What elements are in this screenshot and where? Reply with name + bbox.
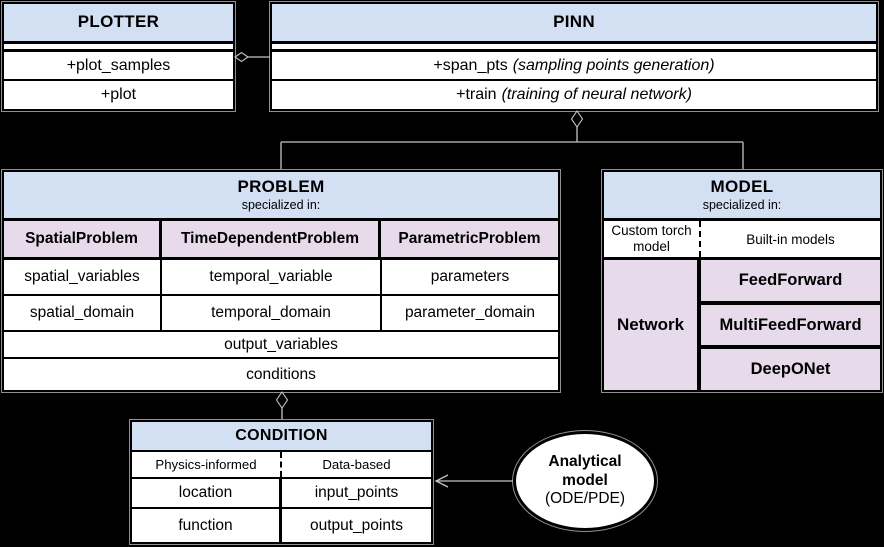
- pinn-method-name: +train: [456, 86, 497, 103]
- problem-attribute-row: spatial_domain temporal_domain parameter…: [4, 296, 558, 332]
- problem-header: PROBLEM specialized in:: [4, 172, 558, 221]
- model-builtin-column: FeedForward MultiFeedForward DeepONet: [701, 260, 880, 391]
- problem-class-box: PROBLEM specialized in: SpatialProblem T…: [2, 170, 560, 392]
- problem-subclass-row: SpatialProblem TimeDependentProblem Para…: [4, 221, 558, 260]
- model-category-cell: Built-in models: [746, 231, 835, 247]
- condition-attribute-cell: function: [132, 509, 282, 542]
- condition-class-box: CONDITION Physics-informed Data-based lo…: [130, 420, 433, 544]
- plotter-class-box: PLOTTER +plot_samples +plot: [2, 2, 235, 111]
- condition-attribute-cell: output_points: [309, 516, 404, 534]
- problem-attribute-cell: temporal_variable: [162, 260, 382, 294]
- problem-subtitle: specialized in:: [241, 197, 321, 212]
- analytical-model-label: (ODE/PDE): [544, 490, 626, 508]
- problem-attribute-row: spatial_variables temporal_variable para…: [4, 260, 558, 296]
- pinn-aggregation-diamond-icon: [570, 110, 584, 128]
- condition-attribute-cell: location: [132, 479, 282, 507]
- pinn-class-box: PINN +span_pts (sampling points generati…: [270, 2, 878, 111]
- pinn-title: PINN: [553, 12, 595, 32]
- plotter-method-label: +plot: [100, 86, 137, 103]
- analytical-model-label: Analytical: [548, 452, 622, 470]
- problem-subclass-cell: SpatialProblem: [4, 221, 162, 257]
- problem-shared-attribute-row: conditions: [246, 365, 316, 383]
- problem-subclass-cell: TimeDependentProblem: [162, 221, 381, 257]
- model-classes-area: Network FeedForward MultiFeedForward Dee…: [604, 260, 880, 391]
- plotter-method-row: +plot: [4, 81, 233, 109]
- problem-attribute-cell: parameters: [430, 268, 510, 285]
- problem-subclass-cell: ParametricProblem: [381, 221, 558, 257]
- condition-attribute-row: function output_points: [132, 509, 431, 542]
- pinn-method-row: +span_pts (sampling points generation): [272, 52, 876, 81]
- analytical-model-label: model: [562, 471, 608, 489]
- model-header: MODEL specialized in:: [604, 172, 880, 221]
- condition-category-cell: Physics-informed: [132, 452, 282, 477]
- pinn-method-name: +span_pts: [433, 56, 508, 74]
- plotter-header: PLOTTER: [4, 4, 233, 44]
- pinn-method-row: +train (training of neural network): [272, 81, 876, 109]
- model-category-row: Custom torch model Built-in models: [604, 221, 880, 260]
- plotter-method-row: +plot_samples: [4, 52, 233, 81]
- plotter-title: PLOTTER: [77, 12, 160, 32]
- model-class-cell: MultiFeedForward: [701, 304, 880, 350]
- condition-category-row: Physics-informed Data-based: [132, 452, 431, 479]
- model-class-cell: DeepONet: [701, 349, 880, 391]
- problem-attribute-cell: spatial_domain: [4, 296, 162, 330]
- condition-header: CONDITION: [132, 422, 431, 452]
- problem-attribute-cell: temporal_domain: [162, 296, 382, 330]
- model-subtitle: specialized in:: [702, 197, 782, 212]
- condition-title: CONDITION: [235, 427, 328, 445]
- analytical-model-ellipse: Analytical model (ODE/PDE): [513, 431, 657, 531]
- condition-attribute-row: location input_points: [132, 479, 431, 509]
- plotter-empty-compartment: [4, 44, 233, 52]
- pinn-method-note: (training of neural network): [501, 86, 692, 103]
- model-category-cell: Custom torch model: [604, 221, 701, 257]
- model-class-cell: FeedForward: [701, 260, 880, 305]
- problem-title: PROBLEM: [237, 176, 325, 196]
- problem-attribute-cell: parameter_domain: [404, 304, 536, 321]
- model-class-box: MODEL specialized in: Custom torch model…: [602, 170, 882, 392]
- problem-attribute-cell: spatial_variables: [4, 260, 162, 294]
- pinn-header: PINN: [272, 4, 876, 44]
- pinn-empty-compartment: [272, 44, 876, 52]
- problem-shared-attribute-row: output_variables: [4, 332, 558, 359]
- problem-aggregation-diamond-icon: [275, 391, 289, 409]
- model-class-cell: Network: [604, 260, 701, 390]
- plotter-method-label: +plot_samples: [66, 56, 171, 74]
- pinn-method-note: (sampling points generation): [512, 56, 715, 74]
- condition-category-cell: Data-based: [322, 457, 391, 472]
- model-title: MODEL: [710, 176, 774, 196]
- open-arrowhead-icon: [434, 474, 449, 488]
- condition-attribute-cell: input_points: [314, 484, 399, 501]
- plotter-aggregation-diamond-icon: [234, 51, 249, 63]
